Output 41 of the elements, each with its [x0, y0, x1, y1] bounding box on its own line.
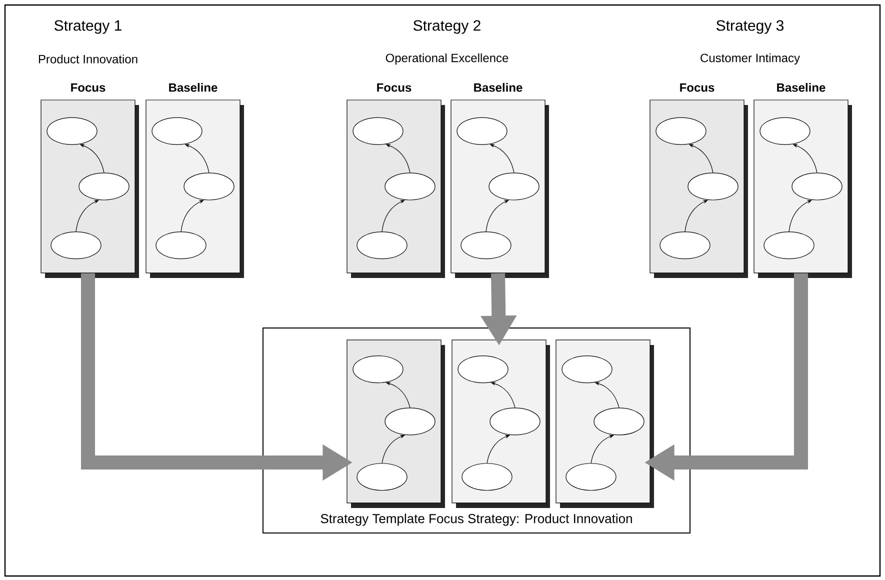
- box-heading: Strategy Template Focus Strategy: Product Innovation: [320, 514, 632, 526]
- panel-heading: Baseline: [169, 82, 218, 92]
- strategy-title: Strategy 2: [414, 20, 480, 34]
- strategy-title: Strategy 1: [54, 20, 122, 34]
- panel-heading: Baseline: [474, 82, 522, 92]
- ellipse: [152, 117, 202, 145]
- ellipse: [660, 231, 710, 260]
- ellipse: [156, 231, 206, 260]
- ellipse: [356, 463, 408, 491]
- ellipse: [566, 463, 616, 491]
- ellipse: [688, 172, 738, 200]
- panel-heading: Focus: [71, 83, 106, 92]
- ellipse: [356, 231, 408, 260]
- ellipse: [384, 408, 436, 436]
- strategy-title: Strategy 3: [716, 20, 784, 34]
- strategy-subtitle: Product Innovation: [38, 54, 138, 64]
- ellipse: [458, 355, 508, 384]
- ellipse: [760, 117, 810, 145]
- ellipse: [460, 231, 512, 260]
- strategy-subtitle: Operational Excellence: [386, 53, 508, 65]
- strategy-subtitle: Customer Intimacy: [700, 53, 800, 65]
- ellipse: [462, 463, 512, 491]
- ellipse: [352, 117, 404, 145]
- template-box: [262, 328, 690, 534]
- ellipse: [50, 231, 102, 260]
- ellipse: [384, 172, 436, 200]
- ellipse: [764, 231, 814, 260]
- ellipse: [184, 172, 234, 200]
- ellipse: [46, 117, 98, 145]
- panel-heading: Focus: [680, 83, 714, 92]
- ellipse: [352, 355, 404, 384]
- ellipse: [488, 172, 540, 200]
- ellipse: [792, 172, 842, 200]
- ellipse: [490, 408, 540, 436]
- ellipse: [78, 172, 130, 200]
- ellipse: [562, 355, 612, 384]
- panel-heading: Baseline: [777, 82, 826, 92]
- ellipse: [656, 117, 706, 145]
- ellipse: [456, 117, 508, 145]
- ellipse: [594, 408, 644, 436]
- panel-heading: Focus: [377, 83, 412, 92]
